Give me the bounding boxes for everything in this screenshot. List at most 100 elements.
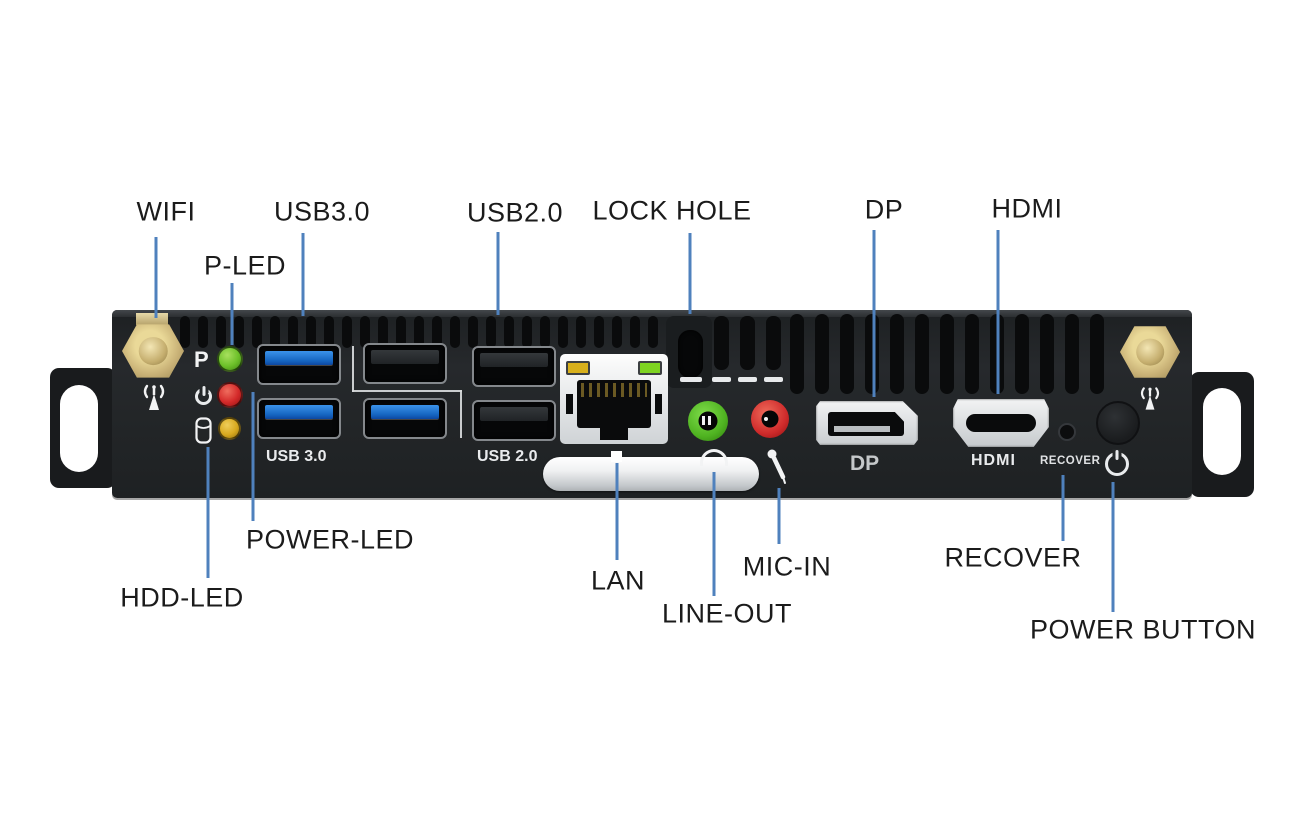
vent-dash — [680, 377, 702, 382]
usb-group-divider — [252, 396, 254, 443]
vent-slot — [468, 316, 478, 348]
vent-slot — [432, 316, 442, 348]
usb3-caption: USB 3.0 — [266, 448, 327, 465]
callout-label-power-button: POWER BUTTON — [1029, 614, 1257, 645]
callout-label-lock-hole: LOCK HOLE — [592, 195, 752, 226]
bracket-hole-left — [60, 385, 98, 472]
hdmi-port — [953, 399, 1049, 447]
power-led-red — [217, 382, 243, 408]
vent-slot — [234, 316, 244, 348]
lan-jack-cavity — [577, 380, 651, 428]
vent-slot — [270, 316, 280, 348]
callout-label-dp: DP — [864, 194, 904, 225]
recover-caption: RECOVER — [1040, 455, 1101, 467]
vent-slot — [915, 314, 929, 394]
lan-led-yellow — [566, 361, 590, 375]
lan-port — [560, 354, 668, 444]
mounting-bracket-left — [50, 368, 116, 488]
vent-slot — [965, 314, 979, 394]
vent-dash — [764, 377, 783, 382]
recover-pinhole — [1058, 423, 1076, 441]
vent-slot — [486, 316, 496, 348]
hdd-led-yellow — [218, 417, 241, 440]
vent-slot — [714, 316, 729, 370]
antenna-icon-right — [1140, 387, 1160, 410]
callout-label-p-led: P-LED — [203, 250, 287, 281]
vent-slot — [342, 316, 352, 348]
panel-top-edge — [112, 310, 1192, 317]
hdmi-logo: HDMI — [971, 452, 1016, 469]
vent-slot — [576, 316, 586, 348]
vent-dash — [712, 377, 731, 382]
vent-slot — [940, 314, 954, 394]
vent-slot — [288, 316, 298, 348]
power-led-glyph-icon — [195, 388, 212, 405]
vent-slot — [396, 316, 406, 348]
vent-slot — [766, 316, 781, 370]
callout-label-recover: RECOVER — [944, 542, 1082, 573]
vent-slot — [790, 314, 804, 394]
usb2-port-3 — [472, 400, 556, 441]
microphone-icon — [767, 449, 786, 484]
callout-label-power-led: POWER-LED — [245, 524, 415, 555]
vent-slot — [450, 316, 460, 348]
vent-slot — [840, 314, 854, 394]
line-out-jack — [688, 401, 728, 441]
callout-label-hdmi: HDMI — [991, 193, 1063, 224]
usb3-port-3 — [363, 398, 447, 439]
vent-slot — [648, 316, 658, 348]
lan-led-green — [638, 361, 662, 375]
hdd-led-glyph-icon — [195, 417, 212, 444]
vent-slot — [815, 314, 829, 394]
p-led-glyph: P — [194, 347, 209, 372]
usb2-caption: USB 2.0 — [477, 448, 538, 465]
vent-slot — [740, 316, 755, 370]
vent-slot — [1090, 314, 1104, 394]
usb2-port-1 — [363, 343, 447, 384]
dp-caption: DP — [850, 452, 880, 475]
p-led-green — [217, 346, 243, 372]
vent-slot — [1040, 314, 1054, 394]
vent-slot — [865, 314, 879, 394]
usb-group-divider — [352, 390, 462, 392]
bracket-hole-right — [1203, 388, 1241, 475]
callout-label-hdd-led: HDD-LED — [120, 582, 244, 613]
vent-slot — [558, 316, 568, 348]
lan-notch — [600, 426, 628, 440]
callout-label-usb30: USB3.0 — [273, 196, 371, 227]
vent-slot — [306, 316, 316, 348]
mic-in-jack — [751, 400, 789, 438]
callout-label-mic-in: MIC-IN — [742, 551, 832, 582]
usb3-port-2 — [257, 398, 341, 439]
power-button-glyph-icon — [1105, 452, 1129, 476]
callout-label-line-out: LINE-OUT — [661, 598, 793, 629]
vent-slot — [1015, 314, 1029, 394]
vent-slot — [216, 316, 226, 348]
vent-slot — [504, 316, 514, 348]
vent-slot — [522, 316, 532, 348]
wifi-antenna-connector-right — [1120, 326, 1180, 378]
displayport-port — [816, 401, 918, 445]
vent-slot — [360, 316, 370, 348]
vent-slot — [612, 316, 622, 348]
usb-group-divider — [460, 390, 462, 438]
vent-slot — [890, 314, 904, 394]
wifi-antenna-connector-left — [122, 324, 184, 378]
vent-slot — [1065, 314, 1079, 394]
callout-label-usb20: USB2.0 — [466, 197, 564, 228]
vent-slot — [594, 316, 604, 348]
lan-marker-dot — [611, 451, 622, 462]
callout-label-wifi: WIFI — [136, 196, 196, 227]
headphone-icon — [700, 449, 728, 466]
usb2-port-2 — [472, 346, 556, 387]
callout-label-lan: LAN — [590, 565, 646, 596]
vent-slot — [630, 316, 640, 348]
mounting-bracket-right — [1190, 372, 1254, 497]
vent-slot — [252, 316, 262, 348]
vent-slot — [990, 314, 1004, 394]
antenna-icon-left — [143, 384, 165, 410]
vent-dash — [738, 377, 757, 382]
lock-hole — [678, 330, 703, 378]
vent-slot — [198, 316, 208, 348]
